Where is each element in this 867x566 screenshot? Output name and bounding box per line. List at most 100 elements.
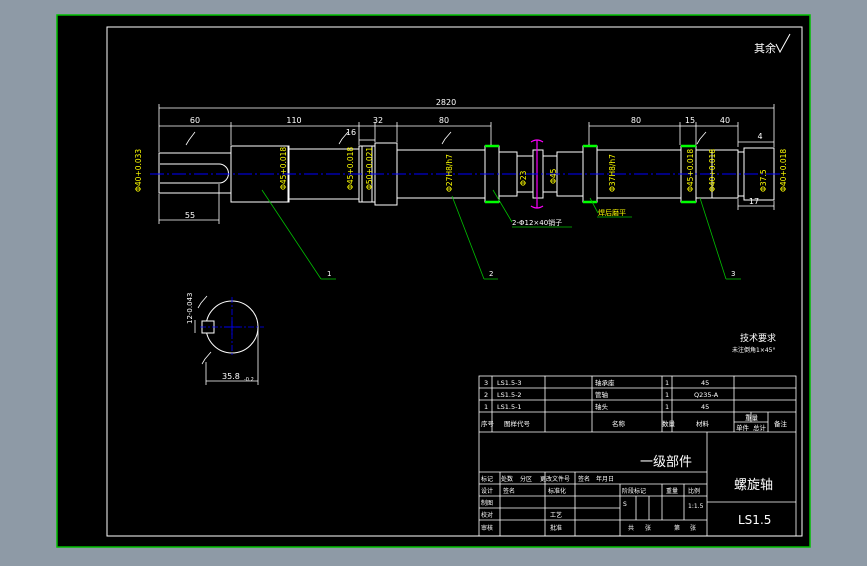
tech-line: 未注倒角1×45° — [732, 346, 775, 354]
section-width-label: 35.8 — [222, 372, 240, 381]
header-mass: 重量 — [745, 414, 759, 422]
top-dimension-lines — [158, 104, 775, 224]
header-mat: 材料 — [696, 419, 710, 428]
dim-110: 110 — [286, 116, 301, 125]
parts-row-2-no: 2 — [484, 391, 488, 399]
scale-value: 1:1.5 — [688, 503, 704, 510]
dia-45-b: Φ45+0.018 — [346, 147, 355, 190]
dia-23: Φ23 — [519, 170, 528, 186]
dim-32: 32 — [373, 116, 383, 125]
parts-row-2-mat: Q235-A — [694, 391, 719, 399]
weld-highlights — [485, 144, 696, 204]
balloon-numbers: 1 2 3 — [327, 270, 735, 278]
dia-50: Φ50+0.021 — [365, 147, 374, 190]
diameter-labels: Φ40+0.033 Φ45+0.018 Φ45+0.018 Φ50+0.021 … — [134, 147, 788, 192]
parts-row-1-qty: 1 — [665, 403, 669, 411]
dim-16: 16 — [346, 128, 356, 137]
sheet-current: 第 — [674, 524, 680, 532]
header-no: 序号 — [481, 419, 495, 428]
parts-row-1-mat: 45 — [701, 403, 709, 411]
balloon-leaders — [261, 189, 741, 280]
balloon-1: 1 — [327, 270, 331, 278]
roughness-symbol — [775, 33, 791, 54]
dia-40-left: Φ40+0.033 — [134, 149, 143, 192]
sheet-current-unit: 张 — [690, 524, 696, 532]
change-zone: 分区 — [520, 475, 532, 483]
dia-27h8: Φ27H8/h7 — [445, 154, 454, 192]
role-check-std: 工艺 — [550, 511, 562, 519]
balloon-3: 3 — [731, 270, 735, 278]
project-name: 一级部件 — [640, 455, 692, 470]
dim-80-right: 80 — [631, 116, 641, 125]
header-name: 名称 — [612, 419, 626, 428]
role-review: 审核 — [481, 524, 493, 532]
title-block-text: 一级部件 螺旋轴 LS1.5 标记 处数 分区 更改文件号 签名 年月日 设计 … — [481, 455, 773, 532]
pin-leader — [492, 189, 513, 223]
weld-leader — [589, 197, 599, 214]
dim-4: 4 — [757, 132, 762, 141]
section-tol-label: 12-0.043 — [186, 293, 194, 324]
dia-45-c: Φ45 — [549, 168, 558, 184]
sheet-total-unit: 张 — [645, 524, 651, 532]
mass-label: 重量 — [666, 487, 678, 495]
balloon-2: 2 — [489, 270, 493, 278]
part-name: 螺旋轴 — [734, 478, 773, 493]
dim-15: 15 — [685, 116, 695, 125]
sheet-total: 共 — [628, 524, 634, 532]
scale-label: 比例 — [688, 487, 700, 495]
inner-frame — [106, 26, 803, 537]
parts-row-3-no: 3 — [484, 379, 488, 387]
dim-60: 60 — [190, 116, 200, 125]
dim-overall: 2820 — [436, 98, 456, 107]
dia-37-5: Φ37.5 — [759, 169, 768, 192]
header-remark: 备注 — [774, 419, 788, 428]
parts-list-text: 3 LS1.5-3 轴承座 1 45 2 LS1.5-2 管轴 1 Q235-A… — [481, 378, 788, 432]
weld-annotation: 焊后磨平 — [598, 208, 626, 217]
dia-37h8: Φ37H8/h7 — [608, 154, 617, 192]
parts-row-3-code: LS1.5-3 — [497, 379, 522, 387]
role-draw: 制图 — [481, 499, 493, 507]
dia-45-d: Φ45+0.018 — [686, 149, 695, 192]
role-review-std: 批准 — [550, 524, 562, 532]
role-design-std: 标准化 — [548, 487, 566, 495]
dim-80-left: 80 — [439, 116, 449, 125]
dim-55: 55 — [185, 211, 195, 220]
parts-row-2-qty: 1 — [665, 391, 669, 399]
parts-row-1-name: 轴头 — [595, 402, 609, 411]
parts-row-3-name: 轴承座 — [595, 378, 615, 387]
section-width-tol: -0.2 — [244, 377, 254, 383]
dia-40-e: Φ40+0.018 — [708, 149, 717, 192]
parts-row-3-mat: 45 — [701, 379, 709, 387]
change-date: 年月日 — [596, 475, 614, 483]
change-doc: 更改文件号 — [540, 475, 570, 483]
parts-row-2-name: 管轴 — [595, 390, 609, 399]
change-count: 处数 — [501, 475, 513, 483]
header-unit: 单件 — [736, 423, 750, 432]
top-dimension-texts: 2820 60 110 16 32 80 80 15 40 4 55 17 — [185, 98, 763, 220]
parts-row-1-code: LS1.5-1 — [497, 403, 522, 411]
dia-45-a: Φ45+0.018 — [279, 147, 288, 190]
role-check: 校对 — [481, 511, 493, 519]
role-design-name: 签名 — [503, 487, 515, 495]
drawing-sheet — [56, 14, 811, 548]
tech-title: 技术要求 — [740, 332, 776, 344]
crosshair-cursor — [224, 319, 240, 335]
parts-row-2-code: LS1.5-2 — [497, 391, 522, 399]
title-block-frame — [478, 375, 797, 537]
role-design: 设计 — [481, 487, 493, 495]
dia-40-f: Φ40+0.018 — [779, 149, 788, 192]
stage-label: 阶段标记 — [622, 487, 646, 495]
header-total: 总计 — [753, 423, 767, 432]
change-sign: 签名 — [578, 475, 590, 483]
parts-row-1-no: 1 — [484, 403, 488, 411]
roughness-marks — [185, 131, 707, 146]
stage-mark: S — [623, 501, 627, 508]
change-mark: 标记 — [481, 475, 493, 483]
dim-40: 40 — [720, 116, 730, 125]
pin-annotation: 2-Φ12×40销子 — [512, 218, 562, 227]
header-qty: 数量 — [662, 419, 676, 428]
parts-row-3-qty: 1 — [665, 379, 669, 387]
drawing-number: LS1.5 — [738, 513, 771, 527]
